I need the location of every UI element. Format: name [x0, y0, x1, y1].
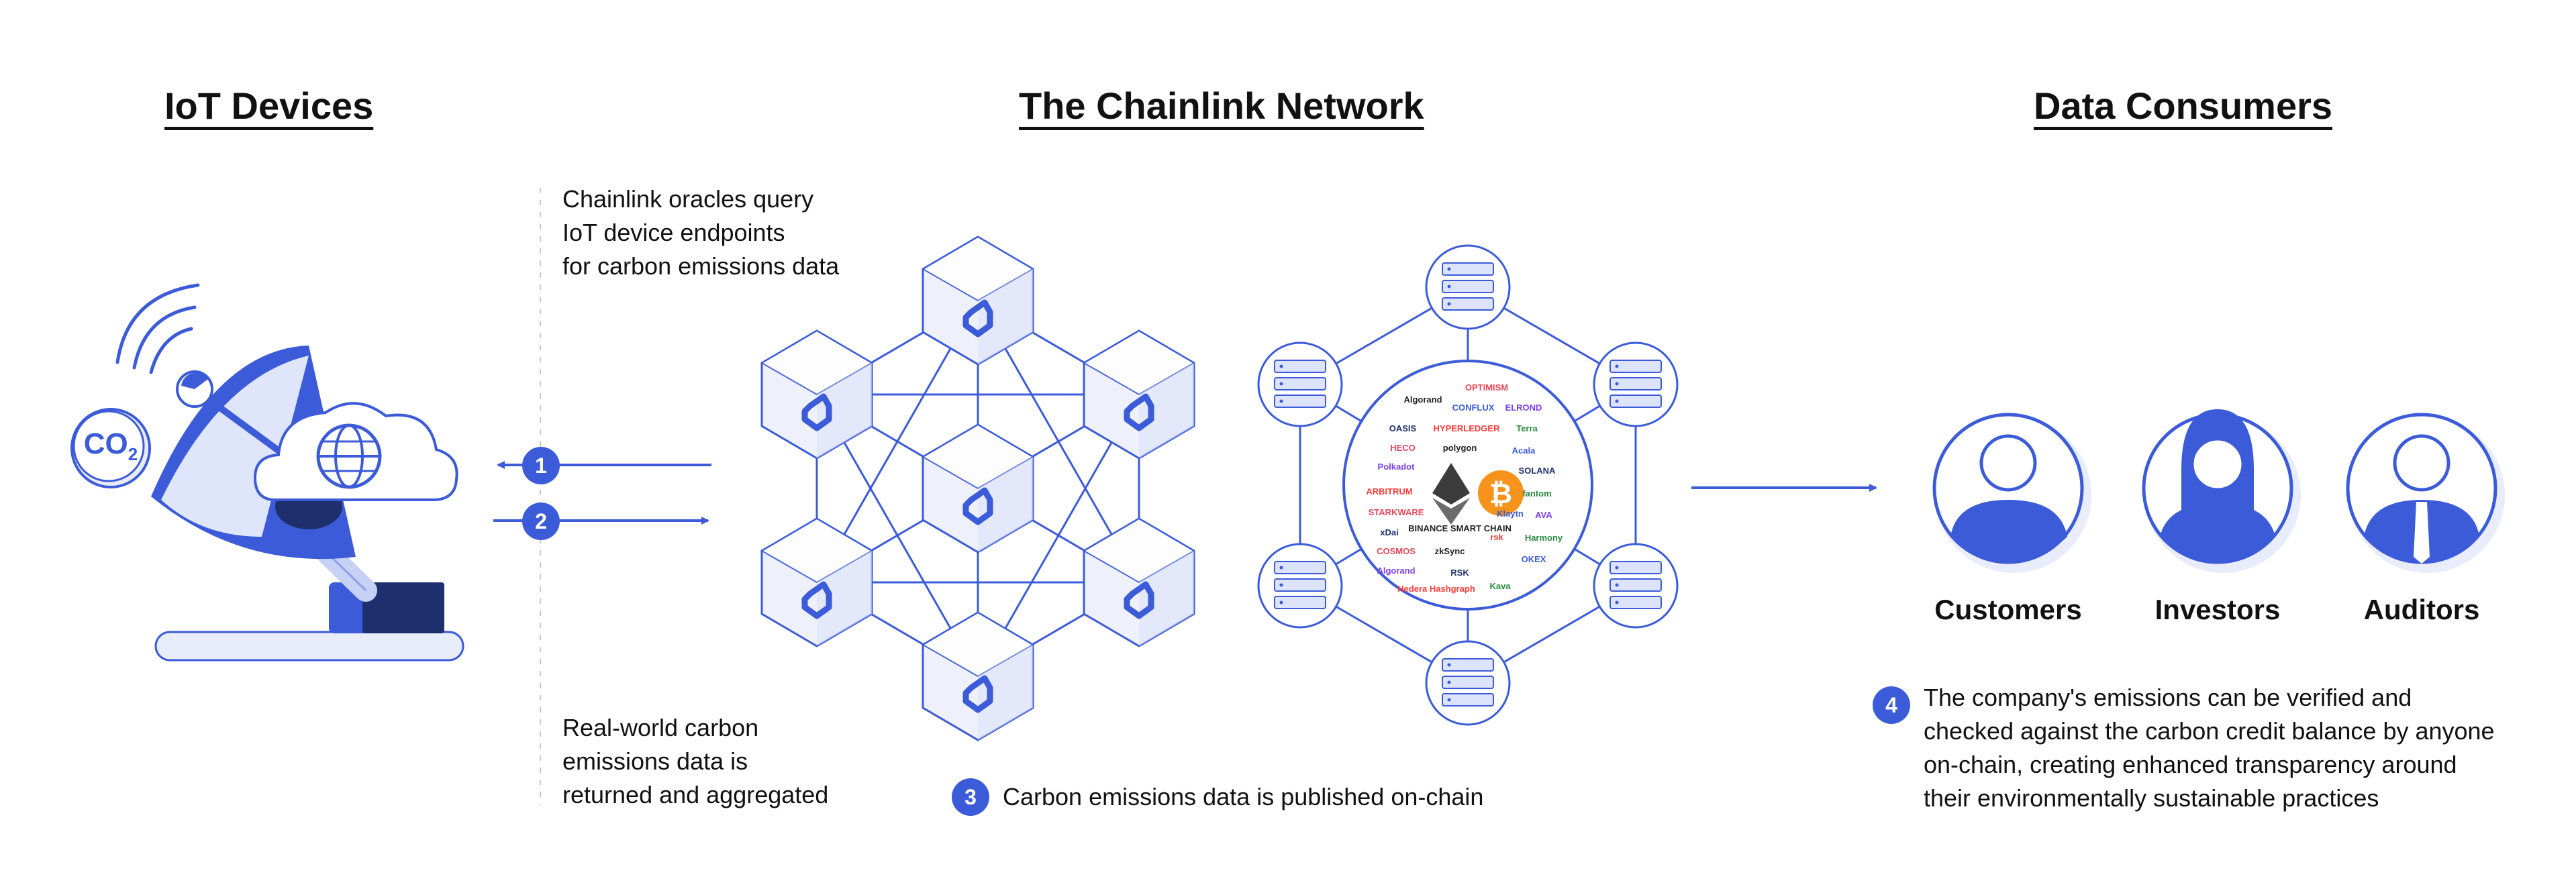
- step-4-badge: 4: [1873, 686, 1910, 724]
- blockchain-logo-polygon: polygon: [1443, 443, 1477, 453]
- hex-nodes: [762, 237, 1194, 740]
- blockchain-logo-binance-smart-chain: BINANCE SMART CHAIN: [1408, 523, 1512, 533]
- blockchain-logo-ava: AVA: [1535, 510, 1552, 520]
- blockchain-logo-starkware: STARKWARE: [1369, 507, 1424, 517]
- ethereum-icon: [1432, 463, 1470, 525]
- server-node-upper-right: [1593, 341, 1679, 427]
- blockchain-logo-kava: Kava: [1489, 581, 1511, 591]
- blockchain-logo-rsk: rsk: [1490, 532, 1503, 542]
- blockchain-logo-terra: Terra: [1516, 423, 1538, 433]
- oracle-node-lower-left: [762, 519, 872, 646]
- step-4-description: The company's emissions can be verified …: [1924, 684, 2495, 812]
- blockchain-logo-solana: SOLANA: [1519, 466, 1556, 476]
- blockchain-logo-arbitrum: ARBITRUM: [1366, 486, 1412, 496]
- blockchain-logo-xdai: xDai: [1380, 527, 1398, 537]
- oracle-node-upper-left: [762, 331, 872, 458]
- auditor-avatar-icon: [2346, 413, 2505, 573]
- blockchain-logo-algorand: Algorand: [1377, 566, 1415, 576]
- blockchain-logo-elrond: ELROND: [1505, 403, 1542, 413]
- oracle-node-lower-right: [1084, 519, 1194, 646]
- query-description: Chainlink oracles query IoT device endpo…: [562, 185, 840, 280]
- co2-bubble-icon: [70, 408, 151, 488]
- blockchain-logo-okex: OKEX: [1522, 554, 1546, 564]
- customer-avatar-icon: [1932, 413, 2091, 573]
- bitcoin-icon: ₿: [1478, 470, 1524, 516]
- blockchain-logo-rsk: RSK: [1450, 568, 1469, 578]
- blockchain-logo-cosmos: COSMOS: [1377, 546, 1416, 556]
- step-3-description: Carbon emissions data is published on-ch…: [1003, 783, 1484, 810]
- iot-devices-heading: IoT Devices: [164, 85, 374, 127]
- step-1-badge: 1: [522, 447, 560, 484]
- blockchain-logo-optimism: OPTIMISM: [1465, 382, 1508, 392]
- cloud-globe-icon: [253, 402, 458, 501]
- auditors-label: Auditors: [2363, 594, 2480, 625]
- blockchain-logo-harmony: Harmony: [1525, 533, 1563, 543]
- server-node-top: [1425, 244, 1511, 330]
- blockchain-logo-polkadot: Polkadot: [1378, 462, 1416, 472]
- server-node-lower-right: [1593, 543, 1679, 629]
- oracle-node-upper-right: [1084, 331, 1194, 458]
- customers-label: Customers: [1934, 594, 2082, 625]
- blockchain-logo-fantom: fantom: [1522, 488, 1551, 498]
- blockchain-logo-hyperledger: HYPERLEDGER: [1434, 423, 1501, 433]
- step-3-badge: 3: [952, 778, 989, 816]
- investors-label: Investors: [2154, 594, 2281, 625]
- blockchain-logo-algorand: Algorand: [1403, 394, 1442, 405]
- server-node-lower-left: [1257, 543, 1343, 629]
- blockchain-logo-hedera-hashgraph: Hedera Hashgraph: [1397, 584, 1475, 594]
- oracle-node-center: [923, 425, 1033, 552]
- co2-label: CO2: [83, 427, 138, 464]
- blockchain-hub: [1342, 360, 1593, 611]
- blockchain-logo-acala: Acala: [1512, 445, 1536, 456]
- investor-avatar-icon: [2142, 409, 2301, 573]
- blockchain-logo-oasis: OASIS: [1389, 423, 1417, 433]
- blockchain-logo-heco: HECO: [1390, 443, 1416, 453]
- data-consumers-heading: Data Consumers: [2034, 85, 2333, 127]
- oracle-node-top: [923, 237, 1033, 364]
- server-node-bottom: [1425, 640, 1511, 726]
- blockchain-logo-klaytn: Klaytn: [1497, 509, 1524, 519]
- svg-text:₿: ₿: [1489, 478, 1512, 509]
- server-node-upper-left: [1257, 341, 1343, 427]
- chainlink-network-heading: The Chainlink Network: [1019, 85, 1424, 127]
- step-2-badge: 2: [522, 503, 560, 540]
- blockchain-logo-zksync: zkSync: [1435, 546, 1465, 556]
- return-description: Real-world carbon emissions data is retu…: [562, 714, 829, 808]
- blockchain-logo-conflux: CONFLUX: [1452, 403, 1495, 413]
- oracle-node-bottom: [923, 613, 1033, 740]
